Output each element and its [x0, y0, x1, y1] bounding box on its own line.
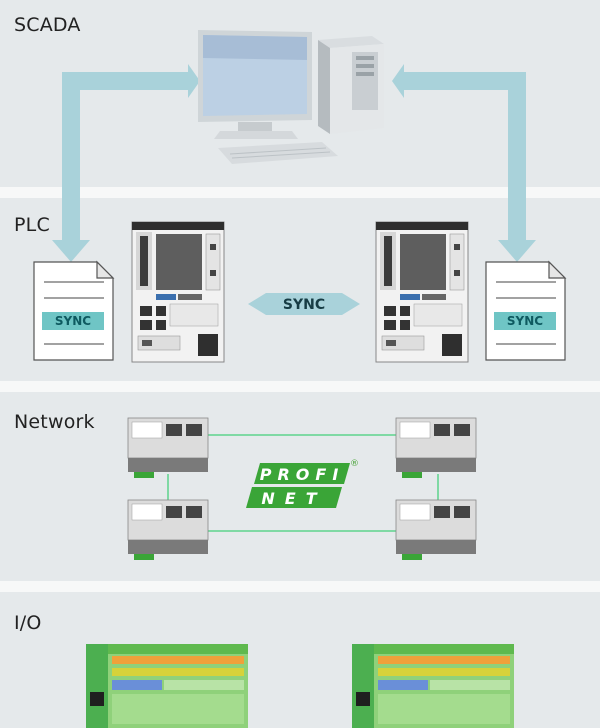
scada-to-plc-left-arrow — [52, 64, 200, 262]
profinet-registered-mark: ® — [350, 459, 359, 469]
scada-workstation — [198, 30, 384, 164]
profinet-logo-bottom: NET — [261, 489, 326, 508]
plc-document-left — [33, 260, 115, 361]
network-layer-label: Network — [14, 411, 95, 433]
separator — [0, 187, 600, 198]
keyboard — [218, 142, 338, 164]
network-band — [0, 392, 600, 581]
network-switch-top-left — [127, 417, 209, 478]
profinet-logo-top: PROFI — [260, 465, 345, 484]
separator — [0, 381, 600, 392]
plc-controller-left — [131, 221, 225, 363]
plc-layer-label: PLC — [14, 214, 50, 236]
plc-controller-right — [375, 221, 469, 363]
doc-right-sync-label: SYNC — [507, 314, 543, 328]
io-layer-label: I/O — [14, 612, 42, 634]
io-station-left — [86, 644, 248, 728]
computer-tower — [318, 36, 384, 134]
plc-document-right — [485, 260, 567, 361]
network-links — [167, 434, 439, 532]
network-switch-bottom-right — [395, 499, 477, 560]
sync-double-arrow — [248, 293, 360, 315]
doc-left-sync-label: SYNC — [55, 314, 91, 328]
sync-center-label: SYNC — [283, 297, 325, 313]
scada-to-plc-right-arrow — [392, 64, 536, 262]
network-switch-bottom-left — [127, 499, 209, 560]
profinet-logo: ® — [246, 459, 359, 508]
monitor — [198, 30, 312, 139]
io-station-right — [352, 644, 514, 728]
separator — [0, 581, 600, 592]
network-switch-top-right — [395, 417, 477, 478]
scada-layer-label: SCADA — [14, 14, 81, 36]
